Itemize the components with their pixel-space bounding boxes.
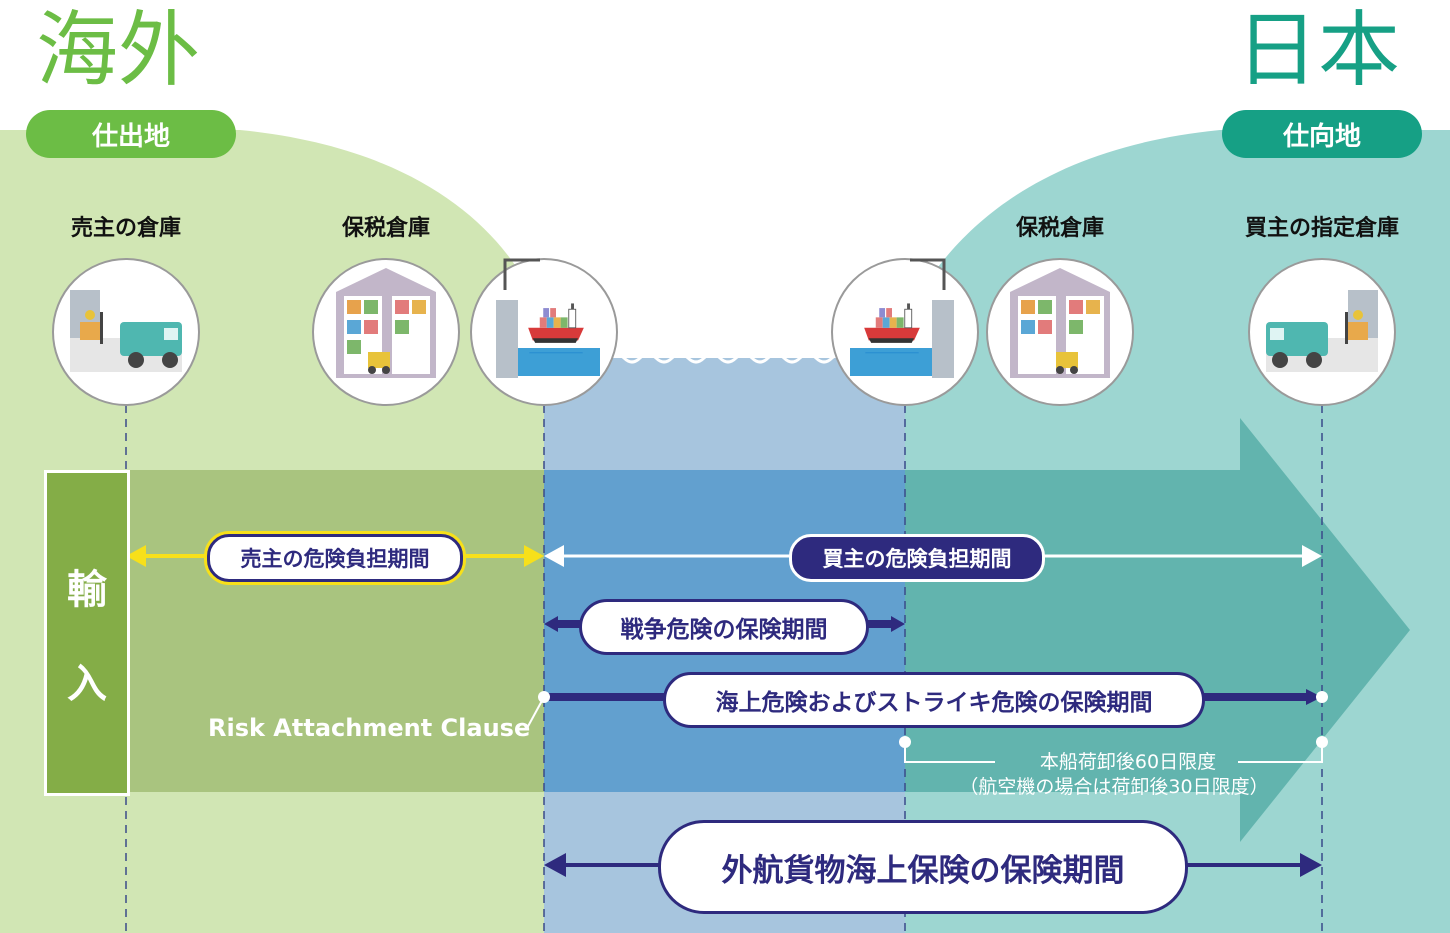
band-origin-section bbox=[124, 470, 544, 792]
destination-region-title: 日本 bbox=[1236, 3, 1401, 98]
buyer-risk-badge: 買主の危険負担期間 bbox=[789, 534, 1045, 582]
forklift-truck-icon bbox=[52, 258, 200, 406]
destination-label-pill: 仕向地 bbox=[1222, 110, 1422, 158]
warehouse-icon bbox=[986, 258, 1134, 406]
cargo-insurance-badge: 外航貨物海上保険の保険期間 bbox=[658, 820, 1188, 914]
seller-risk-badge: 売主の危険負担期間 bbox=[207, 534, 463, 582]
air-limit-note: （航空機の場合は荷卸後30日限度） bbox=[959, 776, 1269, 798]
warehouse-icon bbox=[312, 258, 460, 406]
import-direction-arrow bbox=[905, 418, 1410, 842]
cargo-ship-port-icon bbox=[831, 258, 979, 406]
risk-attachment-clause-label: Risk Attachment Clause bbox=[208, 714, 531, 742]
buyer-warehouse-label: 買主の指定倉庫 bbox=[1244, 216, 1399, 241]
dest-bonded-warehouse-label: 保税倉庫 bbox=[1015, 216, 1104, 241]
limit-connector bbox=[899, 736, 1328, 763]
seller-warehouse-label: 売主の倉庫 bbox=[70, 216, 181, 241]
import-char-2: 入 bbox=[67, 661, 107, 707]
origin-label-pill: 仕出地 bbox=[26, 110, 236, 158]
import-label: 輸 入 bbox=[44, 470, 130, 796]
marine-strike-badge: 海上危険およびストライキ危険の保険期間 bbox=[663, 672, 1205, 728]
ship-limit-note: 本船荷卸後60日限度 bbox=[1039, 751, 1217, 773]
truck-forklift-icon bbox=[1248, 258, 1396, 406]
origin-bonded-warehouse-label: 保税倉庫 bbox=[341, 216, 430, 241]
cargo-ship-port-icon bbox=[470, 258, 618, 406]
war-risk-badge: 戦争危険の保険期間 bbox=[579, 599, 869, 655]
import-char-1: 輸 bbox=[67, 567, 107, 613]
origin-region-title: 海外 bbox=[36, 3, 201, 98]
